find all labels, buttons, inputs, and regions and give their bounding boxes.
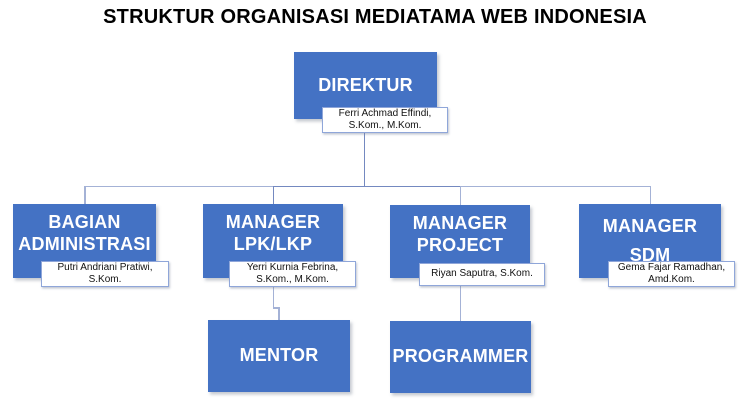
connector-lpk-mentor-upper (272, 286, 274, 308)
node-manager-project-role: MANAGER PROJECT (412, 213, 508, 255)
namebox-direktur: Ferri Achmad Effindi, S.Kom., M.Kom. (322, 107, 448, 133)
node-manager-sdm-role: MANAGER SDM (602, 216, 698, 266)
connector-lpk-mentor-lower (278, 307, 280, 320)
node-programmer-role: PROGRAMMER (392, 346, 529, 367)
node-manager-project: MANAGER PROJECT (390, 205, 530, 278)
connector-direktur-stem (363, 132, 365, 187)
namebox-bagian-administrasi: Putri Andriani Pratiwi, S.Kom. (41, 261, 169, 287)
node-mentor-role: MENTOR (239, 345, 319, 366)
node-programmer: PROGRAMMER (390, 321, 531, 393)
node-bagian-administrasi-role: BAGIAN ADMINISTRASI (18, 212, 151, 254)
namebox-manager-lpk-lkp: Yerri Kurnia Febrina, S.Kom., M.Kom. (229, 261, 356, 287)
connector-lpk-mentor-jog (272, 307, 280, 309)
connector-drop-administrasi (84, 186, 86, 204)
node-manager-lpk-lkp-role: MANAGER LPK/LKP (225, 212, 321, 254)
connector-drop-lpk (272, 186, 274, 204)
node-direktur-role: DIREKTUR (318, 74, 413, 95)
connector-drop-project (459, 186, 461, 205)
node-bagian-administrasi: BAGIAN ADMINISTRASI (13, 204, 156, 278)
connector-project-programmer (459, 285, 461, 321)
connector-drop-sdm (649, 186, 651, 204)
namebox-manager-project: Riyan Saputra, S.Kom. (419, 263, 545, 286)
node-mentor: MENTOR (208, 320, 350, 392)
page-title: STRUKTUR ORGANISASI MEDIATAMA WEB INDONE… (103, 6, 647, 28)
namebox-manager-sdm: Gema Fajar Ramadhan, Amd.Kom. (608, 261, 735, 287)
connector-horizontal-center (272, 185, 461, 187)
